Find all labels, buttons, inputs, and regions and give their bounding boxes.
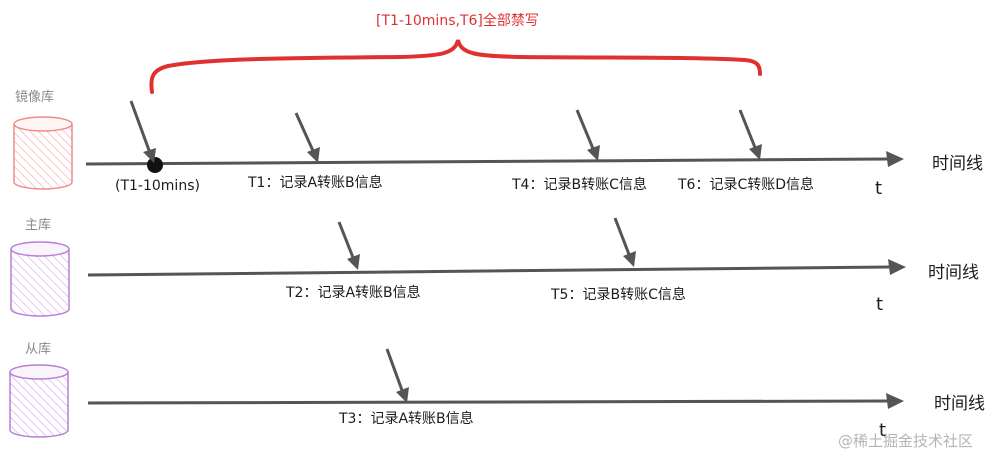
event-arrow xyxy=(337,221,360,270)
mirror-db-label: 镜像库 xyxy=(15,90,55,105)
event-label-t6: T6：记录C转账D信息 xyxy=(678,177,815,193)
event-arrow xyxy=(129,100,156,163)
replica-db-label: 从库 xyxy=(25,342,52,357)
primary-timeline-axis xyxy=(87,259,906,277)
replica-axis-unit: t xyxy=(879,420,887,441)
event-arrow xyxy=(294,112,320,163)
primary-axis-unit: t xyxy=(876,294,884,315)
freeze-window-title: [T1-10mins,T6]全部禁写 xyxy=(376,13,539,29)
replica-db-cylinder xyxy=(9,364,69,438)
primary-db-label: 主库 xyxy=(25,218,52,233)
freeze-brace xyxy=(149,39,762,94)
freeze-start-dot xyxy=(147,157,163,173)
event-label-t3: T3：记录A转账B信息 xyxy=(339,411,474,427)
event-label-t1-minus-10: (T1-10mins) xyxy=(115,178,200,194)
event-label-t4: T4：记录B转账C信息 xyxy=(512,177,647,193)
event-arrow xyxy=(385,348,409,403)
event-label-t1: T1：记录A转账B信息 xyxy=(248,175,383,191)
primary-axis-label: 时间线 xyxy=(928,263,979,283)
event-arrow xyxy=(613,217,636,267)
mirror-axis-unit: t xyxy=(875,178,883,199)
mirror-axis-label: 时间线 xyxy=(932,154,983,174)
event-label-t5: T5：记录B转账C信息 xyxy=(551,287,686,303)
primary-db-cylinder xyxy=(10,241,70,317)
event-label-t2: T2：记录A转账B信息 xyxy=(286,285,421,301)
replica-axis-label: 时间线 xyxy=(934,394,985,414)
mirror-timeline-axis xyxy=(85,151,904,167)
event-arrow xyxy=(575,109,600,161)
replica-timeline-axis xyxy=(87,393,904,409)
event-arrow xyxy=(738,109,762,160)
site-watermark: @稀土掘金技术社区 xyxy=(838,432,974,450)
mirror-db-cylinder xyxy=(13,116,73,190)
